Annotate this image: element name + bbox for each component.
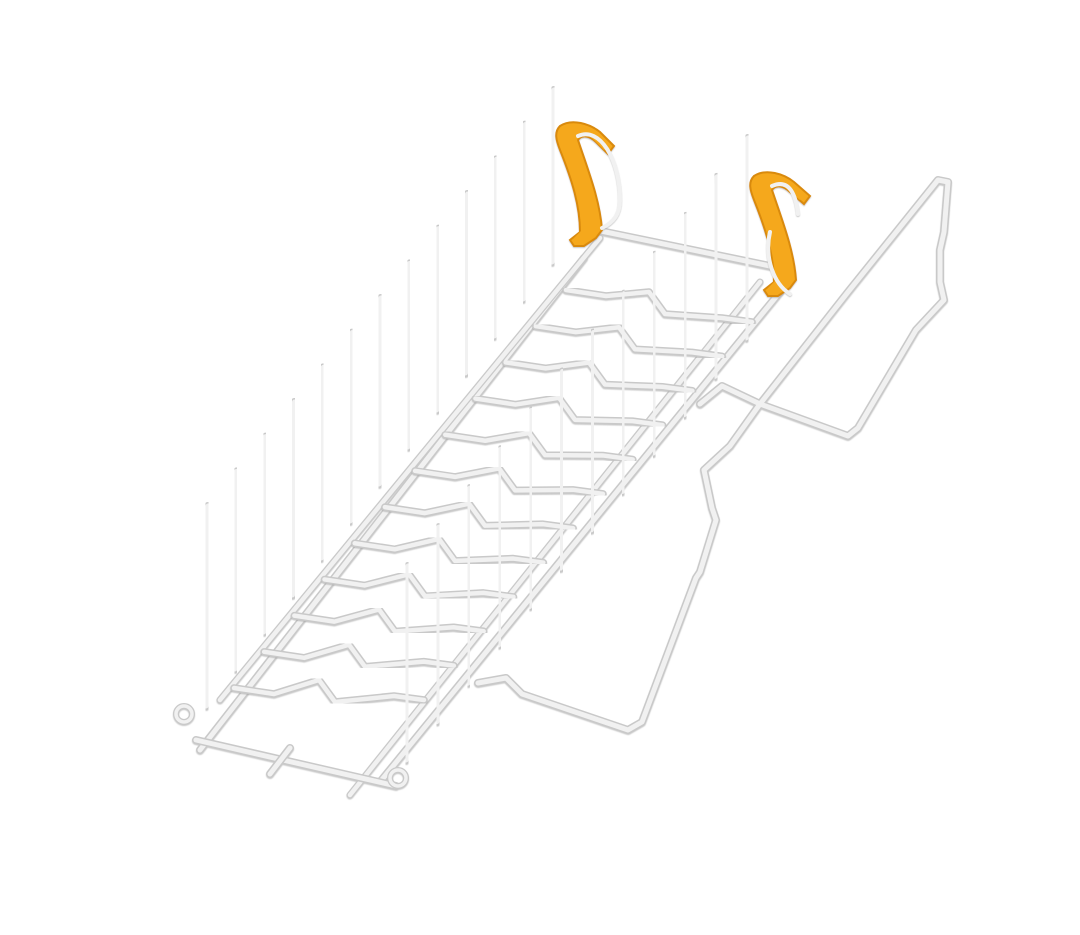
right-tine xyxy=(680,211,691,419)
left-tine xyxy=(202,502,212,710)
right-tine xyxy=(649,250,660,458)
cross-support xyxy=(532,322,726,361)
left-tine xyxy=(375,294,385,488)
cross-support xyxy=(290,605,488,636)
left-tine xyxy=(490,155,501,340)
right-tine xyxy=(618,289,629,496)
orange-clip-right xyxy=(749,171,812,297)
left-tine xyxy=(403,259,414,451)
cross-support xyxy=(441,429,637,464)
left-tine-row xyxy=(202,86,558,710)
left-tine xyxy=(461,190,472,377)
cross-support xyxy=(471,394,667,429)
left-tine xyxy=(288,398,299,599)
cross-support xyxy=(350,535,548,567)
right-tine xyxy=(711,172,722,381)
left-tine xyxy=(259,432,270,636)
left-tine xyxy=(346,328,357,525)
cross-support xyxy=(501,358,697,395)
handle-frame xyxy=(474,176,952,734)
left-tine xyxy=(548,86,558,266)
right-tine xyxy=(432,523,443,726)
left-tine xyxy=(317,363,328,562)
cross-support xyxy=(320,570,518,601)
right-tine xyxy=(742,134,752,342)
right-tine xyxy=(556,367,567,573)
right-tine-row xyxy=(402,134,752,764)
left-tine xyxy=(230,467,241,673)
right-tine xyxy=(402,562,412,764)
right-tine xyxy=(525,406,536,611)
cross-support xyxy=(562,286,756,326)
right-tine xyxy=(463,484,474,688)
cross-support xyxy=(411,464,607,498)
left-tine xyxy=(519,120,530,303)
cross-support xyxy=(381,499,577,532)
cross-support xyxy=(230,676,428,706)
cross-support xyxy=(260,640,458,671)
left-tine xyxy=(432,224,443,414)
orange-clip-left xyxy=(555,121,623,247)
right-tine xyxy=(587,328,598,534)
right-tine xyxy=(494,445,505,649)
